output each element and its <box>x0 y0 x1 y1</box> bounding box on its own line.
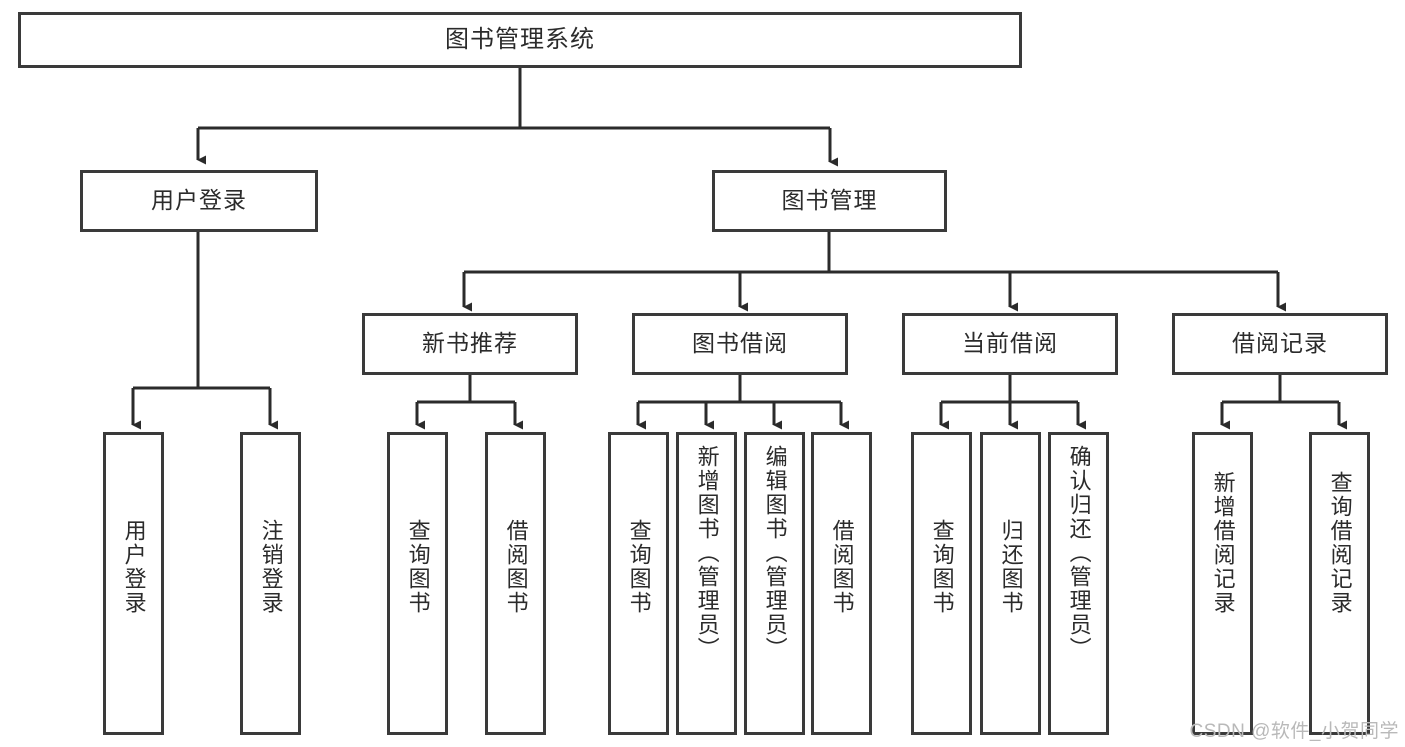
node-root-label: 图书管理系统 <box>445 25 595 53</box>
node-book-borrow-label: 图书借阅 <box>692 330 788 357</box>
leaf-current-borrow-return-book[interactable]: 归还图书 <box>980 432 1041 735</box>
leaf-label: 用户登录 <box>121 519 147 615</box>
leaf-book-borrow-query-book[interactable]: 查询图书 <box>608 432 669 735</box>
node-current-borrow[interactable]: 当前借阅 <box>902 313 1118 375</box>
watermark: CSDN @软件_小贺同学 <box>1189 721 1399 742</box>
node-book-management-label: 图书管理 <box>781 187 878 214</box>
leaf-label: 查询图书 <box>405 519 431 615</box>
leaf-user-login-logout[interactable]: 注销登录 <box>240 432 301 735</box>
leaf-label: 查询图书 <box>929 519 955 615</box>
leaf-new-book-query-book[interactable]: 查询图书 <box>387 432 448 735</box>
node-root[interactable]: 图书管理系统 <box>18 12 1022 68</box>
leaf-label: 查询图书 <box>626 519 652 615</box>
leaf-book-borrow-edit-book-admin[interactable]: 编辑图书（管理员） <box>744 432 805 735</box>
node-borrow-record[interactable]: 借阅记录 <box>1172 313 1388 375</box>
leaf-current-borrow-confirm-return-admin[interactable]: 确认归还（管理员） <box>1048 432 1109 735</box>
leaf-label: 新增借阅记录 <box>1210 471 1236 615</box>
leaf-label: 借阅图书 <box>503 519 529 615</box>
node-book-management[interactable]: 图书管理 <box>712 170 947 232</box>
leaf-label: 编辑图书（管理员） <box>762 445 788 661</box>
leaf-borrow-record-query-record[interactable]: 查询借阅记录 <box>1309 432 1370 735</box>
node-borrow-record-label: 借阅记录 <box>1232 330 1328 357</box>
leaf-label: 查询借阅记录 <box>1327 471 1353 615</box>
leaf-label: 确认归还（管理员） <box>1066 445 1092 661</box>
leaf-book-borrow-borrow-book[interactable]: 借阅图书 <box>811 432 872 735</box>
leaf-label: 归还图书 <box>998 519 1024 615</box>
node-user-login-label: 用户登录 <box>151 187 247 214</box>
node-user-login[interactable]: 用户登录 <box>80 170 318 232</box>
node-book-borrow[interactable]: 图书借阅 <box>632 313 848 375</box>
leaf-new-book-borrow-book[interactable]: 借阅图书 <box>485 432 546 735</box>
leaf-borrow-record-add-record[interactable]: 新增借阅记录 <box>1192 432 1253 735</box>
leaf-user-login-login[interactable]: 用户登录 <box>103 432 164 735</box>
leaf-book-borrow-add-book-admin[interactable]: 新增图书（管理员） <box>676 432 737 735</box>
leaf-label: 借阅图书 <box>829 519 855 615</box>
node-current-borrow-label: 当前借阅 <box>962 330 1058 357</box>
leaf-label: 新增图书（管理员） <box>694 445 720 661</box>
leaf-label: 注销登录 <box>258 519 284 615</box>
node-new-book-recommend[interactable]: 新书推荐 <box>362 313 578 375</box>
leaf-current-borrow-query-book[interactable]: 查询图书 <box>911 432 972 735</box>
node-new-book-recommend-label: 新书推荐 <box>422 330 518 357</box>
